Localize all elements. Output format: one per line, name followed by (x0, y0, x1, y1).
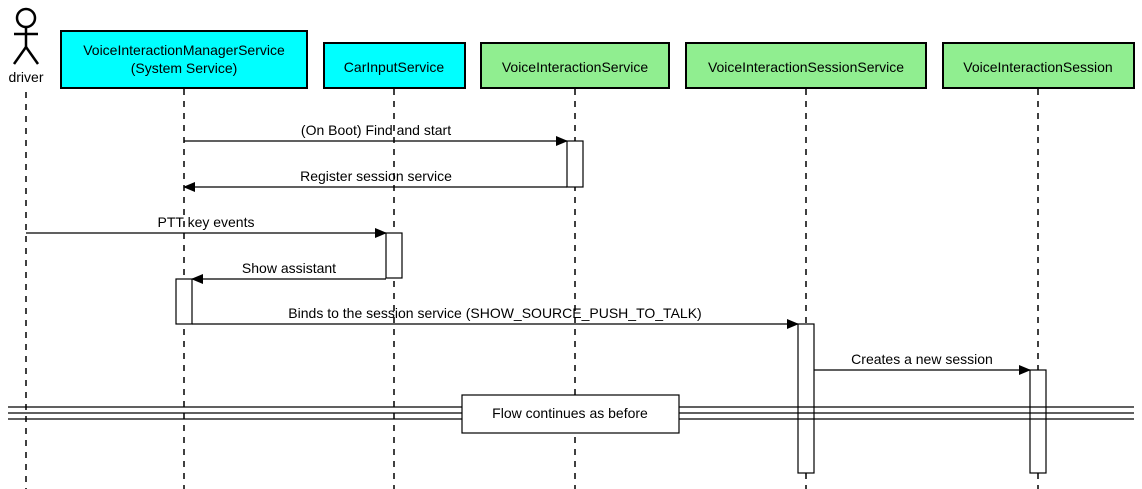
message-binds-session-service: Binds to the session service (SHOW_SOURC… (192, 305, 799, 329)
participant-label-vis: VoiceInteractionService (502, 59, 649, 75)
participant-vsess: VoiceInteractionSession (942, 42, 1135, 89)
participant-sublabel-vims: (System Service) (131, 60, 238, 76)
message-label: Show assistant (242, 260, 336, 276)
participant-vis: VoiceInteractionService (480, 42, 670, 89)
message-label: Register session service (300, 168, 452, 184)
participant-box-viss (685, 42, 927, 89)
activation-vsess (1029, 369, 1047, 474)
participant-vims: VoiceInteractionManagerService (System S… (60, 30, 308, 89)
participant-label-car: CarInputService (344, 59, 445, 75)
participant-box-car (323, 42, 466, 89)
participant-box-vis (480, 42, 670, 89)
message-label: Creates a new session (851, 351, 993, 367)
stick-figure-icon (12, 7, 40, 65)
participant-label-viss: VoiceInteractionSessionService (708, 59, 904, 75)
divider-box (461, 394, 680, 434)
message-register-session-service: Register session service (183, 168, 567, 192)
activation-viss (797, 323, 815, 474)
activation-vis (566, 140, 584, 188)
message-label: Binds to the session service (SHOW_SOURC… (288, 305, 701, 321)
participant-label-vims: VoiceInteractionManagerService (83, 42, 285, 58)
participant-box-vsess (942, 42, 1135, 89)
participant-box-vims (60, 30, 308, 89)
actor-label: driver (8, 69, 43, 85)
activation-car (385, 232, 403, 279)
activation-vims (175, 278, 193, 325)
participant-viss: VoiceInteractionSessionService (685, 42, 927, 89)
divider-label: Flow continues as before (492, 405, 648, 421)
message-label: PTT key events (157, 214, 254, 230)
message-show-assistant: Show assistant (191, 260, 386, 284)
message-ptt-key-events: PTT key events (26, 214, 387, 238)
message-creates-new-session: Creates a new session (814, 351, 1031, 375)
participant-car: CarInputService (323, 42, 466, 89)
driver-actor: driver (8, 7, 44, 85)
message-label: (On Boot) Find and start (301, 122, 451, 138)
flow-divider: Flow continues as before (8, 394, 1134, 434)
message-find-and-start: (On Boot) Find and start (184, 122, 568, 146)
participant-label-vsess: VoiceInteractionSession (963, 59, 1112, 75)
